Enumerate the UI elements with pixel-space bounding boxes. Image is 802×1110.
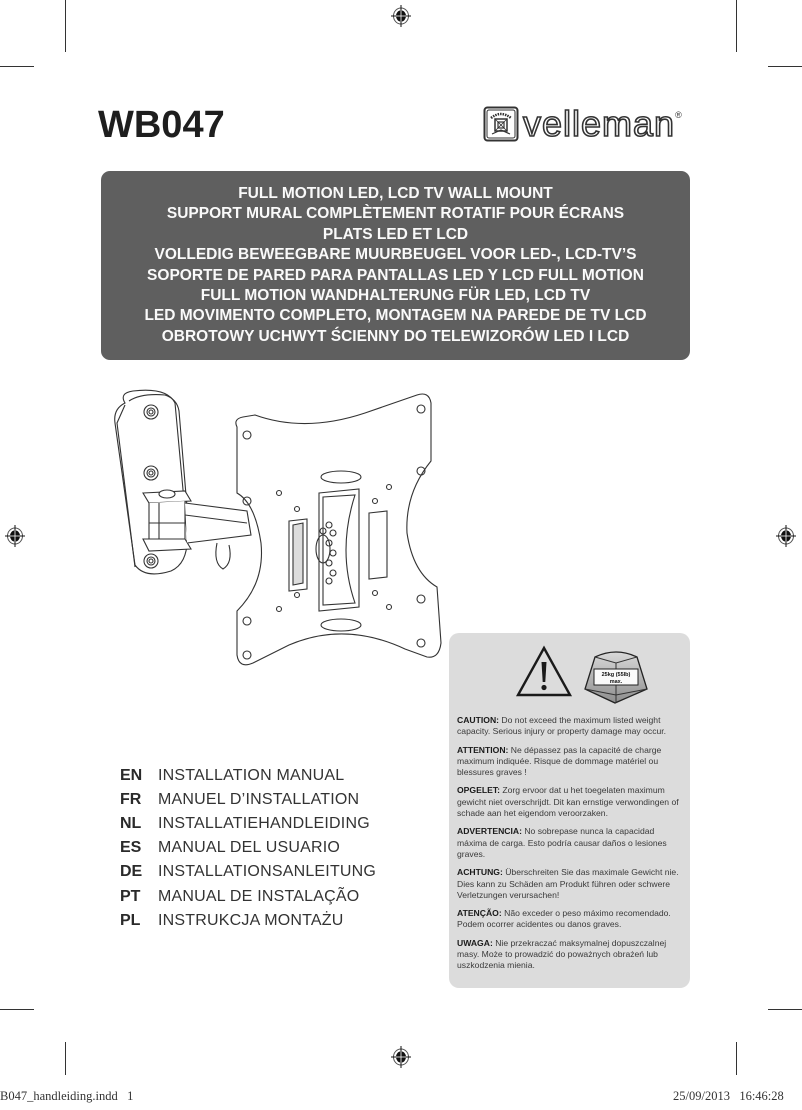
crop-mark-top-left-vertical xyxy=(65,0,66,52)
banner-line: SUPPORT MURAL COMPLÈTEMENT ROTATIF POUR … xyxy=(166,205,625,223)
crop-mark-top-right-vertical xyxy=(736,0,737,52)
brand-name: velleman xyxy=(522,103,676,144)
warning-label: ATTENTION: xyxy=(457,744,509,755)
banner-line: OBROTOWY UCHWYT ŚCIENNY DO TELEWIZORÓW L… xyxy=(161,327,630,345)
warning-en: CAUTION: Do not exceed the maximum liste… xyxy=(457,715,682,738)
warning-label: OPGELET: xyxy=(457,785,500,796)
warning-text: Do not exceed the maximum listed weight … xyxy=(457,715,667,737)
warning-text: Überschreiten Sie das maximale Gewicht n… xyxy=(457,867,679,900)
warning-pl: UWAGA: Nie przekraczać maksymalnej dopus… xyxy=(457,938,682,972)
manual-title: MANUAL DE INSTALAÇÃO xyxy=(158,887,360,905)
warning-label: UWAGA: xyxy=(457,937,493,948)
warning-text: Ne dépassez pas la capacité de charge ma… xyxy=(457,744,662,778)
language-item-pt: PT MANUAL DE INSTALAÇÃO xyxy=(120,884,376,908)
warning-nl: OPGELET: Zorg ervoor dat u het toegelate… xyxy=(457,785,682,819)
warning-label: ACHTUNG: xyxy=(457,867,503,878)
language-code: ES xyxy=(120,839,142,857)
manual-title: INSTALLATIONSANLEITUNG xyxy=(158,863,377,881)
language-item-es: ES MANUAL DEL USUARIO xyxy=(120,836,376,860)
language-code: PT xyxy=(120,887,141,905)
max-weight-suffix: max. xyxy=(610,679,623,685)
language-code: EN xyxy=(120,767,143,785)
crop-mark-bottom-left-horizontal xyxy=(0,1009,34,1010)
crop-mark-top-left-horizontal xyxy=(0,66,34,67)
language-item-nl: NL INSTALLATIEHANDLEIDING xyxy=(120,812,376,836)
warning-label: CAUTION: xyxy=(457,715,500,725)
crop-mark-bottom-right-vertical xyxy=(736,1042,737,1075)
language-code: FR xyxy=(120,791,142,809)
max-weight-box-icon: 25kg (55lb) max. xyxy=(584,651,648,704)
manual-title: MANUAL DEL USUARIO xyxy=(158,839,341,857)
tv-wall-mount-illustration-icon xyxy=(114,389,442,666)
brand-logo: velleman ® xyxy=(483,104,682,144)
language-code: NL xyxy=(120,815,142,833)
registration-mark-icon xyxy=(391,5,411,27)
registered-mark: ® xyxy=(675,110,682,120)
warning-text: Não exceder o peso máximo recomendado. P… xyxy=(457,908,671,930)
title-banner: FULL MOTION LED, LCD TV WALL MOUNT SUPPO… xyxy=(101,171,690,360)
warning-pt: ATENÇÃO: Não exceder o peso máximo recom… xyxy=(457,908,682,931)
banner-line: FULL MOTION WANDHALTERUNG FÜR LED, LCD T… xyxy=(200,286,591,304)
registration-mark-icon xyxy=(391,1046,411,1068)
caution-box: 25kg (55lb) max. CAUTION: Do not exceed … xyxy=(449,633,690,988)
manual-title: INSTRUKCJA MONTAŻU xyxy=(158,911,344,929)
registration-mark-icon xyxy=(5,525,25,547)
registration-mark-icon xyxy=(776,525,796,547)
language-list: EN INSTALLATION MANUAL FR MANUEL D’INSTA… xyxy=(120,764,376,933)
warning-text: Zorg ervoor dat u het toegelaten maximum… xyxy=(457,785,679,819)
banner-line: VOLLEDIG BEWEEGBARE MUURBEUGEL VOOR LED-… xyxy=(154,246,637,264)
banner-line: SOPORTE DE PARED PARA PANTALLAS LED Y LC… xyxy=(147,266,644,284)
manual-title: INSTALLATION MANUAL xyxy=(158,767,345,785)
warning-es: ADVERTENCIA: No sobrepase nunca la capac… xyxy=(457,826,682,860)
language-item-de: DE INSTALLATIONSANLEITUNG xyxy=(120,860,376,884)
language-item-en: EN INSTALLATION MANUAL xyxy=(120,764,376,788)
language-code: PL xyxy=(120,911,141,929)
print-slug-timestamp: 25/09/2013 16:46:28 xyxy=(673,1089,784,1103)
max-weight-label: 25kg (55lb) xyxy=(602,672,631,678)
warning-de: ACHTUNG: Überschreiten Sie das maximale … xyxy=(457,867,682,901)
banner-line: LED MOVIMENTO COMPLETO, MONTAGEM NA PARE… xyxy=(144,307,647,325)
warning-label: ADVERTENCIA: xyxy=(457,826,522,837)
crop-mark-bottom-right-horizontal xyxy=(768,1009,802,1010)
crop-mark-top-right-horizontal xyxy=(768,66,802,67)
manual-title: MANUEL D’INSTALLATION xyxy=(158,791,360,809)
language-item-pl: PL INSTRUKCJA MONTAŻU xyxy=(120,909,376,933)
print-slug-filename: B047_handleiding.indd 1 xyxy=(0,1089,134,1103)
model-number: WB047 xyxy=(98,104,225,146)
velleman-emblem-icon xyxy=(483,106,519,142)
banner-line: FULL MOTION LED, LCD TV WALL MOUNT xyxy=(238,184,553,202)
language-code: DE xyxy=(120,863,143,881)
crop-mark-bottom-left-vertical xyxy=(65,1042,66,1075)
language-item-fr: FR MANUEL D’INSTALLATION xyxy=(120,788,376,812)
warning-text: Nie przekraczać maksymalnej dopuszczalne… xyxy=(457,937,667,971)
manual-title: INSTALLATIEHANDLEIDING xyxy=(158,815,370,833)
warning-fr: ATTENTION: Ne dépassez pas la capacité d… xyxy=(457,745,682,779)
warning-label: ATENÇÃO: xyxy=(457,908,502,919)
warning-triangle-icon xyxy=(515,645,573,697)
caution-icons: 25kg (55lb) max. xyxy=(457,639,682,715)
banner-line: PLATS LED ET LCD xyxy=(322,225,469,243)
warning-text: No sobrepase nunca la capacidad máxima d… xyxy=(457,826,667,859)
